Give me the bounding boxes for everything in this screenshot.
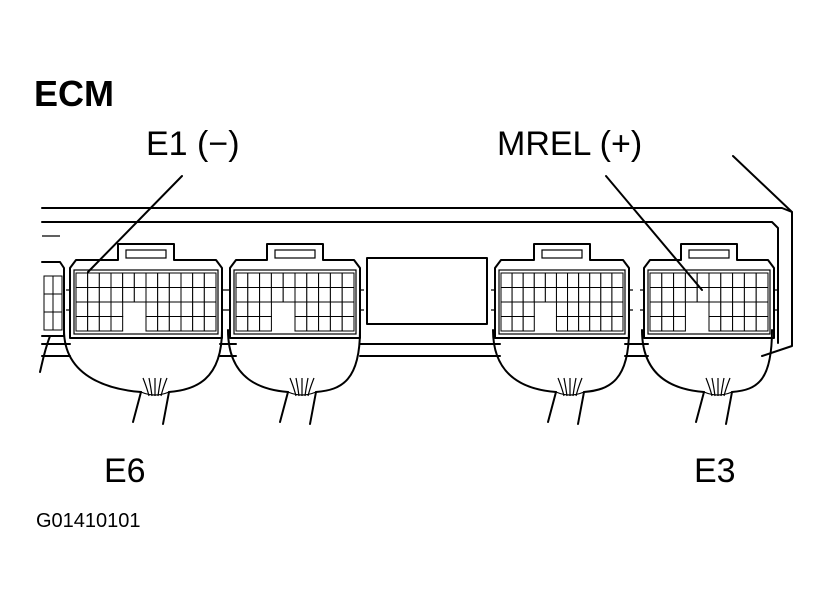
ecm-housing <box>41 155 793 357</box>
connector-blocks <box>41 243 778 339</box>
harness-3 <box>492 329 630 425</box>
harness-2 <box>227 329 361 425</box>
connector-block-3 <box>491 243 633 339</box>
connector-block-e3 <box>640 243 778 339</box>
wire-harnesses <box>39 329 773 425</box>
pin-label-e1: E1 (−) <box>146 125 240 163</box>
harness-e3 <box>641 329 773 425</box>
leader-line-e1 <box>87 175 183 273</box>
center-panel <box>366 257 488 325</box>
connector-label-e6: E6 <box>104 452 146 490</box>
connector-block-e6 <box>66 243 226 339</box>
connector-block-2 <box>226 243 364 339</box>
connector-label-e3: E3 <box>694 452 736 490</box>
connector-block-partial <box>41 261 65 337</box>
harness-e6 <box>63 329 223 425</box>
diagram-title: ECM <box>34 73 114 114</box>
leader-line-mrel <box>605 175 703 291</box>
harness-partial <box>39 335 51 373</box>
figure-code: G01410101 <box>36 510 141 532</box>
pin-label-mrel: MREL (+) <box>497 125 642 163</box>
